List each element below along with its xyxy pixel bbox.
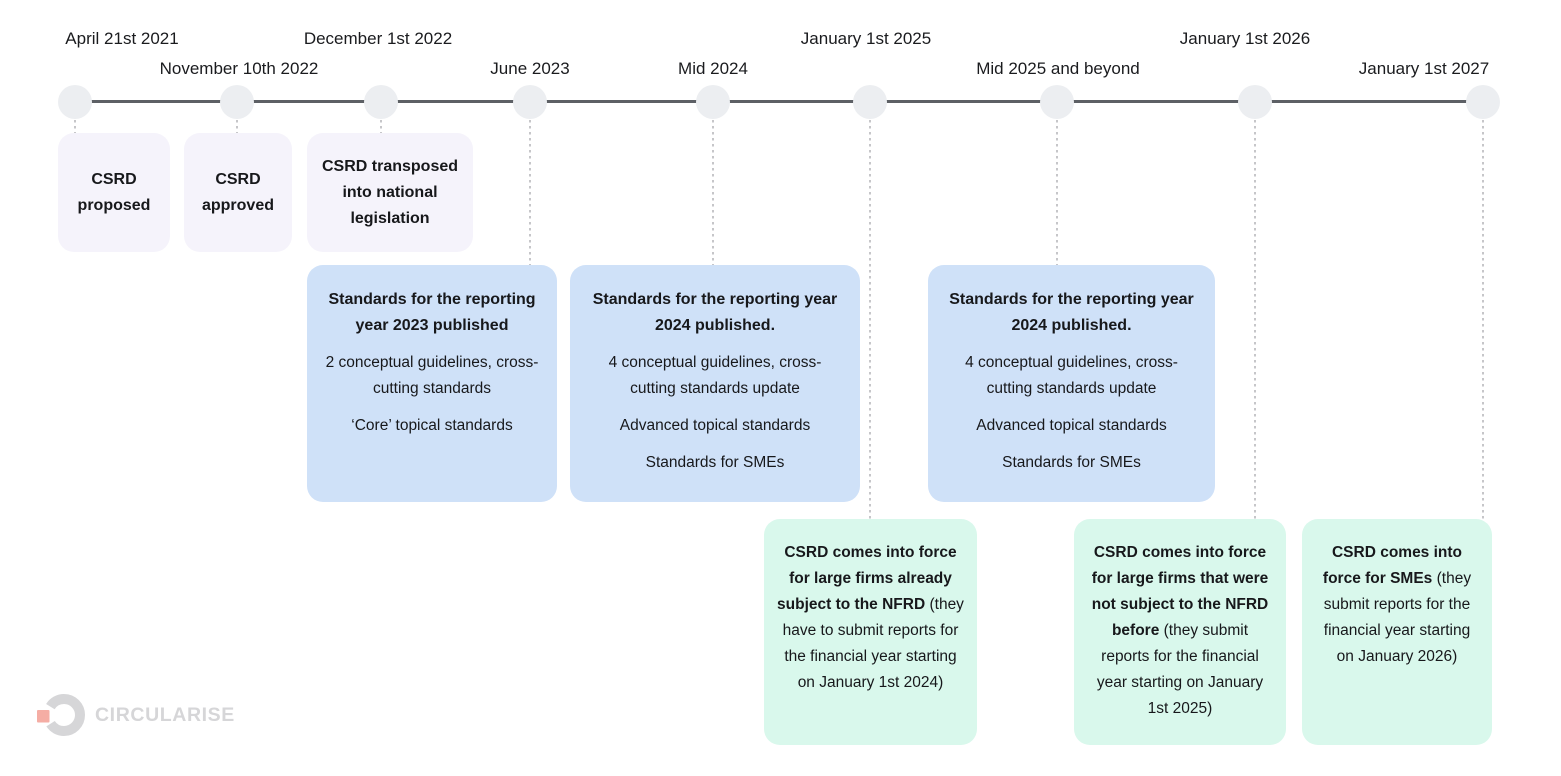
timeline-node-8 <box>1238 85 1272 119</box>
timeline-node-7 <box>1040 85 1074 119</box>
connector-dash-8 <box>1254 120 1256 519</box>
card-paragraph: 2 conceptual guidelines, cross-cutting s… <box>325 354 539 397</box>
date-label-december-2022: December 1st 2022 <box>303 29 453 48</box>
card-standards-2024-second: Standards for the reporting year 2024 pu… <box>928 265 1215 502</box>
card-standards-2023: Standards for the reporting year 2023 pu… <box>307 265 557 502</box>
circularise-logo-mark-icon <box>37 694 85 736</box>
card-title: Standards for the reporting year 2024 pu… <box>592 291 838 334</box>
card-title: Standards for the reporting year 2023 pu… <box>328 291 536 334</box>
card-paragraph: Standards for SMEs <box>1002 454 1141 471</box>
card-paragraph: Advanced topical standards <box>976 417 1167 434</box>
connector-dash-4 <box>529 120 531 265</box>
timeline-node-1 <box>58 85 92 119</box>
card-title: CSRD approved <box>201 170 274 214</box>
timeline-node-2 <box>220 85 254 119</box>
card-paragraph: Standards for SMEs <box>645 454 785 471</box>
card-csrd-approved: CSRD approved <box>184 133 292 252</box>
timeline-node-6 <box>853 85 887 119</box>
card-regular-text: (they have to submit reports for the fin… <box>782 596 964 691</box>
card-standards-2024-first: Standards for the reporting year 2024 pu… <box>570 265 860 502</box>
card-paragraph: Advanced topical standards <box>619 417 811 434</box>
date-label-april-2021: April 21st 2021 <box>65 29 179 48</box>
card-regular-text: (they submit reports for the financial y… <box>1323 570 1472 665</box>
timeline-node-4 <box>513 85 547 119</box>
card-paragraph: 4 conceptual guidelines, cross-cutting s… <box>965 354 1178 397</box>
timeline-line <box>75 100 1483 103</box>
card-bold-text: CSRD comes into force for large firms th… <box>1091 544 1269 639</box>
connector-dash-6 <box>869 120 871 519</box>
timeline-node-9 <box>1466 85 1500 119</box>
date-label-mid-2025: Mid 2025 and beyond <box>976 59 1140 78</box>
date-label-january-2026: January 1st 2026 <box>1179 29 1311 48</box>
card-paragraph: 4 conceptual guidelines, cross-cutting s… <box>608 354 822 397</box>
card-bold-text: CSRD comes into force for large firms al… <box>777 544 957 613</box>
connector-dash-5 <box>712 120 714 265</box>
connector-dash-3 <box>380 120 382 133</box>
connector-dash-1 <box>74 120 76 133</box>
card-title: CSRD transposed into national legislatio… <box>321 157 459 227</box>
card-csrd-proposed: CSRD proposed <box>58 133 170 252</box>
circularise-logo: CIRCULARISE <box>36 687 235 743</box>
card-force-smes: CSRD comes into force for SMEs (they sub… <box>1302 519 1492 745</box>
card-regular-text: (they submit reports for the financial y… <box>1096 622 1264 717</box>
timeline-node-5 <box>696 85 730 119</box>
date-label-mid-2024: Mid 2024 <box>678 59 748 78</box>
card-force-non-nfrd-firms: CSRD comes into force for large firms th… <box>1074 519 1286 745</box>
card-csrd-transposed: CSRD transposed into national legislatio… <box>307 133 473 252</box>
connector-dash-7 <box>1056 120 1058 265</box>
connector-dash-2 <box>236 120 238 133</box>
card-title: Standards for the reporting year 2024 pu… <box>949 291 1194 334</box>
date-label-january-2025: January 1st 2025 <box>800 29 932 48</box>
card-force-nfrd-firms: CSRD comes into force for large firms al… <box>764 519 977 745</box>
date-label-november-2022: November 10th 2022 <box>159 59 319 78</box>
date-label-june-2023: June 2023 <box>490 59 570 78</box>
timeline-node-3 <box>364 85 398 119</box>
date-label-january-2027: January 1st 2027 <box>1358 59 1490 78</box>
card-title: CSRD proposed <box>77 170 151 214</box>
circularise-logo-text: CIRCULARISE <box>95 703 235 726</box>
card-bold-text: CSRD comes into force for SMEs <box>1322 544 1463 587</box>
card-paragraph: ‘Core’ topical standards <box>351 417 513 434</box>
connector-dash-9 <box>1482 120 1484 519</box>
